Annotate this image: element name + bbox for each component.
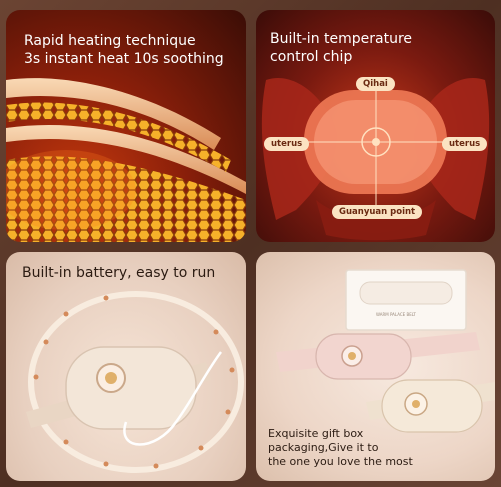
temperature-chip-panel: Built-in temperature control chip Qihai …: [256, 10, 495, 242]
gift-box-panel: WARM PALACE BELT Exquisite gift box pack…: [256, 252, 495, 481]
gift-caption-line3: the one you love the most: [268, 455, 413, 468]
chip-caption-line1: Built-in temperature: [270, 31, 413, 47]
gift-box-illustration: [276, 269, 495, 433]
label-qihai: Qihai: [356, 77, 395, 91]
battery-caption: Built-in battery, easy to run: [22, 265, 216, 281]
heating-layers-illustration: [6, 78, 246, 242]
label-uterus-right: uterus: [442, 137, 488, 151]
battery-panel: Built-in battery, easy to run: [6, 252, 246, 481]
chip-caption-line2: control chip: [270, 49, 353, 65]
label-uterus-left: uterus: [264, 137, 310, 151]
gift-caption-line1: Exquisite gift box: [268, 427, 364, 440]
heating-caption-line1: Rapid heating technique: [24, 33, 196, 49]
label-guanyuan-point: Guanyuan point: [332, 205, 423, 219]
heating-caption-line2: 3s instant heat 10s soothing: [24, 51, 224, 67]
gift-caption-line2: packaging,Give it to: [268, 441, 379, 454]
battery-device-illustration: [26, 291, 244, 473]
gift-box-text: WARM PALACE BELT: [376, 312, 416, 317]
heating-panel: Rapid heating technique 3s instant heat …: [6, 10, 246, 242]
